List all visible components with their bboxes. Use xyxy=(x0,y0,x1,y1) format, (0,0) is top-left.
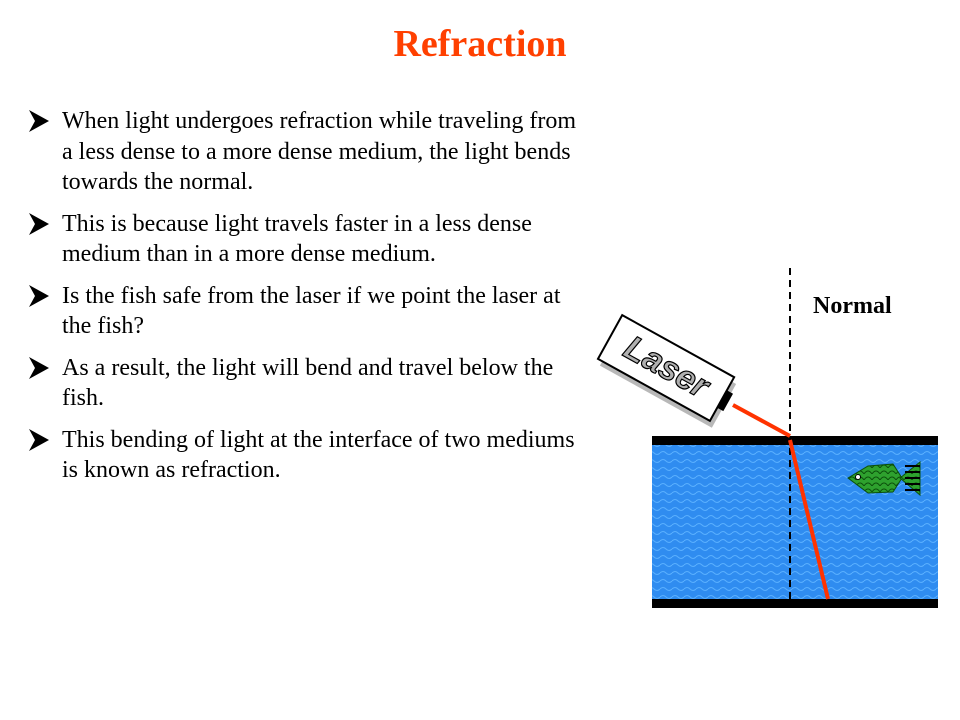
arrow-bullet-icon xyxy=(29,212,49,235)
fish-icon xyxy=(847,460,921,497)
bullet-text: This is because light travels faster in … xyxy=(62,210,532,268)
refraction-diagram: Laser xyxy=(596,268,938,608)
bullet-item: As a result, the light will bend and tra… xyxy=(28,353,578,414)
bullet-item: Is the fish safe from the laser if we po… xyxy=(28,281,578,342)
bullet-item: When light undergoes refraction while tr… xyxy=(28,106,578,198)
arrow-bullet-icon xyxy=(29,428,49,451)
bullet-item: This bending of light at the interface o… xyxy=(28,425,578,486)
bullet-list: When light undergoes refraction while tr… xyxy=(28,106,578,497)
bullet-text: When light undergoes refraction while tr… xyxy=(62,108,577,195)
bullet-text: This bending of light at the interface o… xyxy=(62,426,575,484)
bullet-item: This is because light travels faster in … xyxy=(28,209,578,270)
bullet-text: Is the fish safe from the laser if we po… xyxy=(62,282,561,340)
arrow-bullet-icon xyxy=(29,356,49,379)
bullet-text: As a result, the light will bend and tra… xyxy=(62,354,554,412)
arrow-bullet-icon xyxy=(29,110,49,132)
laser-icon: Laser xyxy=(596,313,737,428)
normal-label: Normal xyxy=(813,293,892,319)
refracted-beam xyxy=(788,439,830,600)
slide-title: Refraction xyxy=(393,23,567,65)
incident-beam xyxy=(732,403,791,438)
arrow-bullet-icon xyxy=(29,284,49,307)
